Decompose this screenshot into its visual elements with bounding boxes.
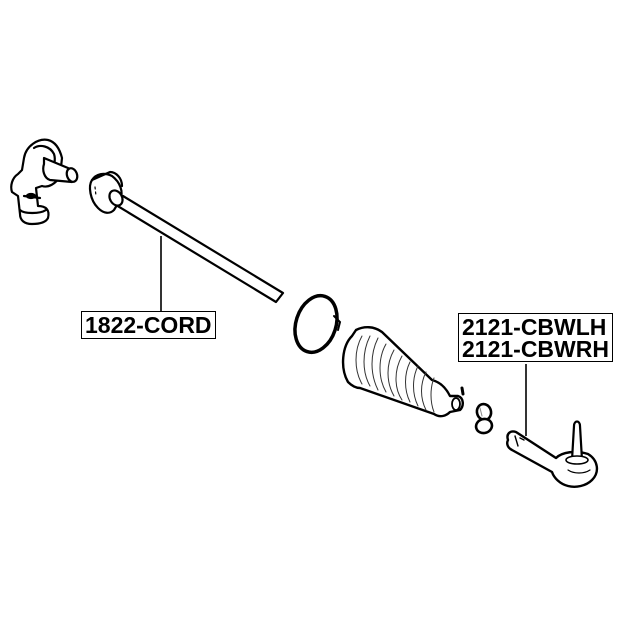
- steering-rack-boot-icon: [341, 326, 464, 418]
- small-clamp-icon: [474, 402, 494, 435]
- part-number-tie-rod-end-left: 2121-CBWLH: [462, 314, 607, 340]
- outer-tie-rod-end-icon: [506, 420, 599, 488]
- part-number-label-tie-rod-end: 2121-CBWLH 2121-CBWRH: [458, 313, 613, 362]
- part-number-tie-rod: 1822-CORD: [85, 312, 212, 338]
- small-clamp-edge-mark: [460, 386, 465, 396]
- part-number-tie-rod-end-right: 2121-CBWRH: [462, 336, 609, 362]
- steering-rack-joint-icon: [10, 138, 79, 226]
- part-number-label-tie-rod: 1822-CORD: [81, 311, 216, 339]
- inner-tie-rod-icon: [88, 170, 285, 304]
- boot-clamp-ring-icon: [293, 293, 342, 355]
